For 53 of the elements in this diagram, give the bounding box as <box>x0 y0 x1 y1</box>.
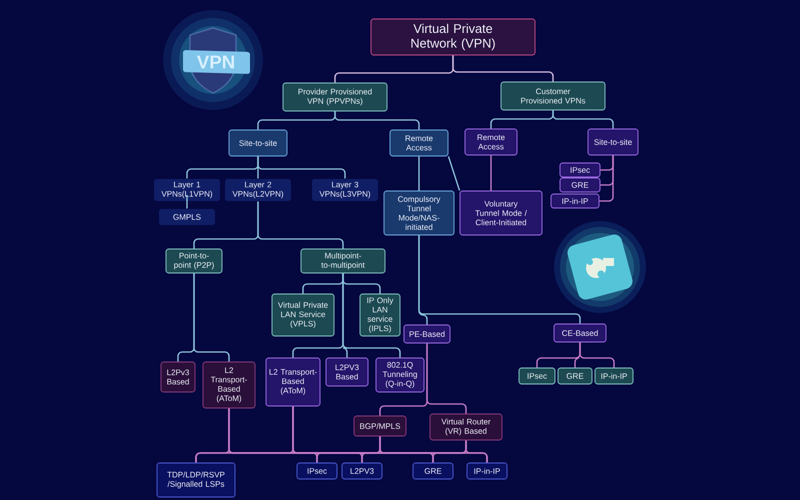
category-label: Layer 1 VPNs(L1VPN) <box>154 179 220 201</box>
category-box: Customer Provisioned VPNs <box>500 82 606 110</box>
category-box: BGP/MPLS <box>354 416 406 436</box>
category-box: Remote Access <box>464 128 518 156</box>
category-box: Voluntary Tunnel Mode / Client-Initiated <box>460 190 542 236</box>
connector-line <box>342 273 401 358</box>
category-box: L2PV3 <box>342 462 382 480</box>
category-box: Virtual Router (VR) Based <box>430 414 502 440</box>
category-label: GMPLS <box>159 209 215 225</box>
category-box: Virtual Private LAN Service (VPLS) <box>272 294 334 336</box>
category-label: Layer 3 VPNs(L3VPN) <box>312 179 378 201</box>
category-label: Layer 2 VPNs(L2VPN) <box>225 179 291 201</box>
shield-drawing: VPN <box>163 10 263 110</box>
category-box: PE-Based <box>404 324 450 344</box>
connector-line <box>448 156 460 191</box>
category-box: Site-to-site <box>588 128 638 156</box>
connector-line <box>257 201 344 249</box>
category-box: L2PV3 Based <box>326 358 368 386</box>
connector-line <box>257 156 346 179</box>
category-box: 802.1Q Tunneling (Q-in-Q) <box>376 358 424 392</box>
category-box: IPsec <box>560 162 600 178</box>
connector-line <box>465 440 488 463</box>
connector-line <box>599 155 614 202</box>
category-box: L2 Transport-Based (AToM) <box>202 362 256 408</box>
connector-line <box>334 111 420 130</box>
category-box: Remote Access <box>390 130 448 156</box>
connector-line <box>186 194 188 209</box>
connector-line <box>426 343 467 414</box>
category-box: IP-in-IP <box>550 194 600 208</box>
connector-line <box>193 273 230 362</box>
connector-line <box>490 155 492 191</box>
category-box: IPsec <box>296 462 338 480</box>
category-box: TDP/LDP/RSVP /Signalled LSPs <box>156 462 236 498</box>
category-box: Point-to-point (P2P) <box>166 248 222 274</box>
category-box: Compulsory Tunnel Mode/NAS-initiated <box>384 190 454 236</box>
connector-line <box>418 156 420 191</box>
category-box: GRE <box>412 462 454 480</box>
category-box: IP-in-IP <box>594 368 634 384</box>
category-box: Multipoint-to-multipoint <box>300 248 386 274</box>
category-box: GRE <box>558 368 592 384</box>
category-box: L2Pv3 Based <box>160 362 196 392</box>
connector-line <box>418 235 581 324</box>
category-box: IP Only LAN service (IPLS) <box>360 294 400 336</box>
category-box: GRE <box>560 178 600 192</box>
category-box: Site-to-site <box>228 130 288 156</box>
category-box: CE-Based <box>554 324 606 342</box>
connector-line <box>452 55 554 82</box>
connector-line <box>552 110 614 129</box>
category-box: Virtual Private Network (VPN) <box>370 18 536 56</box>
category-box: Provider Provisioned VPN (PPVPNs) <box>282 82 388 112</box>
category-box: L2 Transport-Based (AToM) <box>266 358 320 406</box>
category-box: IPsec <box>518 368 556 384</box>
category-box: IP-in-IP <box>466 462 508 480</box>
